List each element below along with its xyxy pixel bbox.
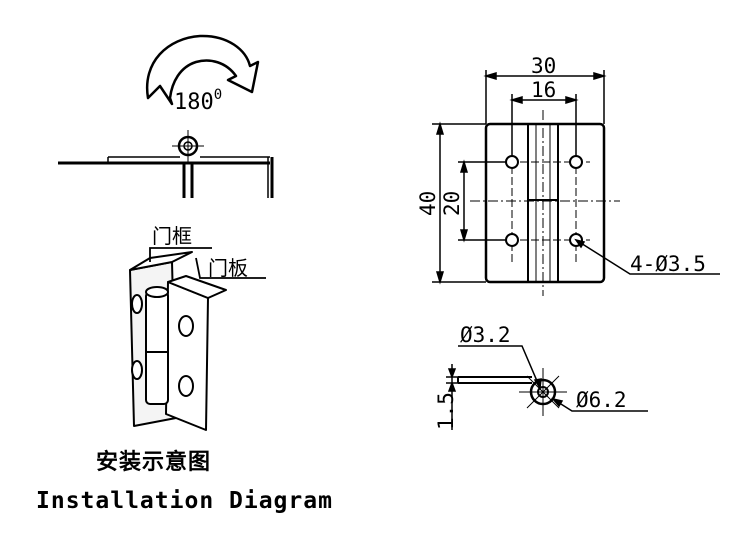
rotation-angle-unit: 0 — [213, 87, 223, 103]
dim-holes: 4-Ø3.5 — [630, 252, 706, 276]
dimension-lines-side — [446, 345, 648, 430]
rotation-angle-label: 1800 — [174, 88, 222, 115]
dim-width-inner: 16 — [531, 78, 557, 102]
dimension-lines-front — [432, 70, 720, 285]
caption-chinese: 安装示意图 — [96, 450, 212, 475]
label-leader-lines — [149, 247, 266, 279]
hinge-3d-view — [129, 251, 227, 431]
dim-width-total: 30 — [531, 54, 557, 78]
dim-knuckle: Ø6.2 — [576, 388, 627, 412]
dim-height-half: 20 — [440, 190, 464, 216]
hinge-side-section — [457, 368, 567, 416]
dim-thickness: 1.5 — [434, 392, 458, 430]
dim-pin-hole: Ø3.2 — [460, 323, 511, 347]
hinge-front-view — [470, 110, 620, 296]
caption-english: Installation Diagram — [36, 488, 333, 514]
hinge-side-view — [58, 130, 274, 198]
dim-height-total: 40 — [416, 190, 440, 216]
label-door-panel: 门板 — [208, 256, 248, 280]
rotation-angle-value: 180 — [174, 90, 214, 115]
rotation-arrow-icon — [145, 34, 260, 106]
label-door-frame: 门框 — [152, 224, 192, 248]
